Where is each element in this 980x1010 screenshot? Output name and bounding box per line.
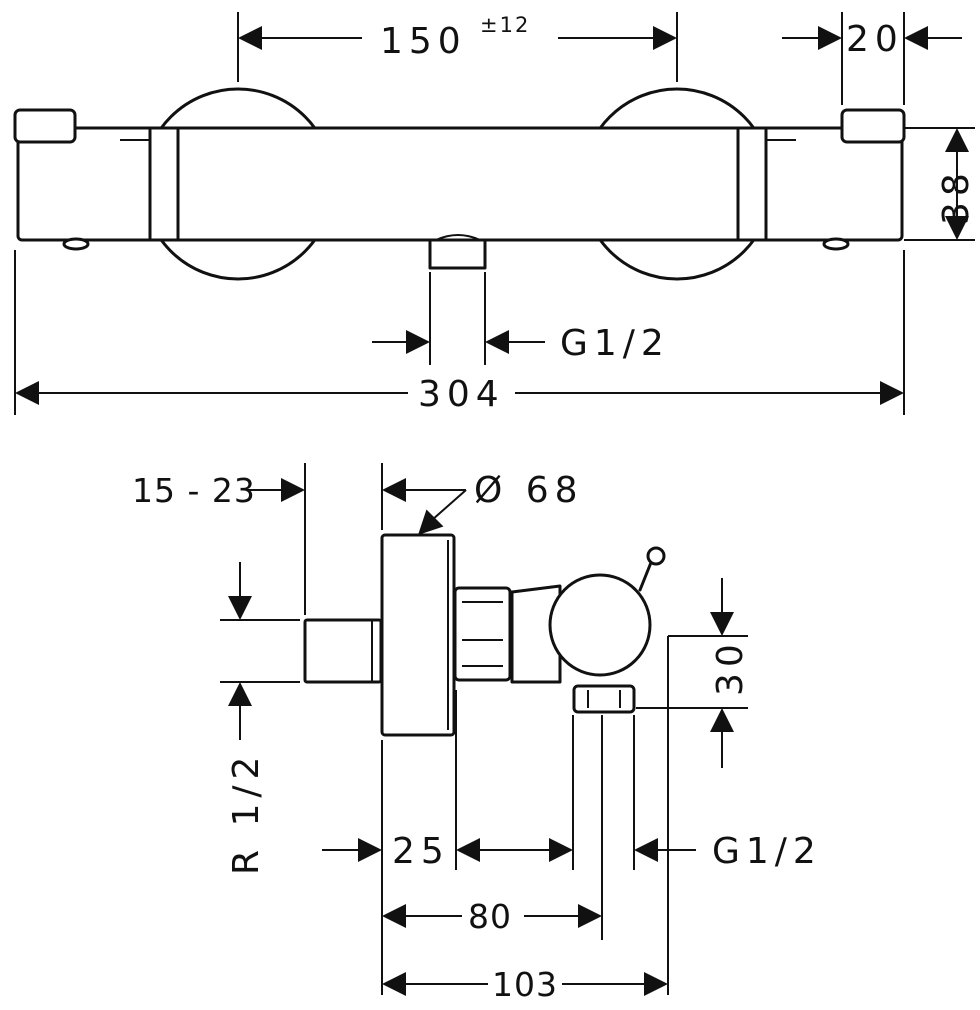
dim-height: 38 <box>936 167 977 225</box>
side-handle <box>548 573 652 677</box>
outlet-spout <box>428 238 487 270</box>
dim-spacing: 150 <box>380 21 467 62</box>
right-collar <box>736 126 768 242</box>
side-body <box>510 584 562 684</box>
dim-outlet-thread-side: G1/2 <box>712 831 822 872</box>
left-handle-cap <box>13 108 77 144</box>
dim-spacing-tolerance: ±12 <box>480 13 530 37</box>
dim-rosette-diameter: Ø 68 <box>474 470 584 511</box>
dim-wall-offset: 15 - 23 <box>132 471 256 510</box>
dim-end-width: 20 <box>846 19 904 60</box>
hex-nut <box>453 586 512 682</box>
dim-overall-length: 304 <box>418 374 505 415</box>
dim-total-depth: 103 <box>492 965 558 1004</box>
dim-inlet-thread: R 1/2 <box>226 751 267 875</box>
side-rosette <box>380 533 456 737</box>
dim-outlet-distance: 80 <box>468 897 512 936</box>
dim-body-offset: 25 <box>392 831 450 872</box>
left-collar <box>148 126 180 242</box>
right-handle-cap <box>840 108 906 144</box>
side-view: 15 - 23 Ø 68 R 1/2 30 25 G1/2 <box>132 463 822 1004</box>
front-view: 150 ±12 20 38 G1/2 304 <box>13 12 977 415</box>
outlet-nut <box>572 684 636 714</box>
inlet-connector <box>303 618 383 684</box>
dim-outlet-thread-front: G1/2 <box>560 323 670 364</box>
dim-outlet-drop: 30 <box>710 638 751 696</box>
